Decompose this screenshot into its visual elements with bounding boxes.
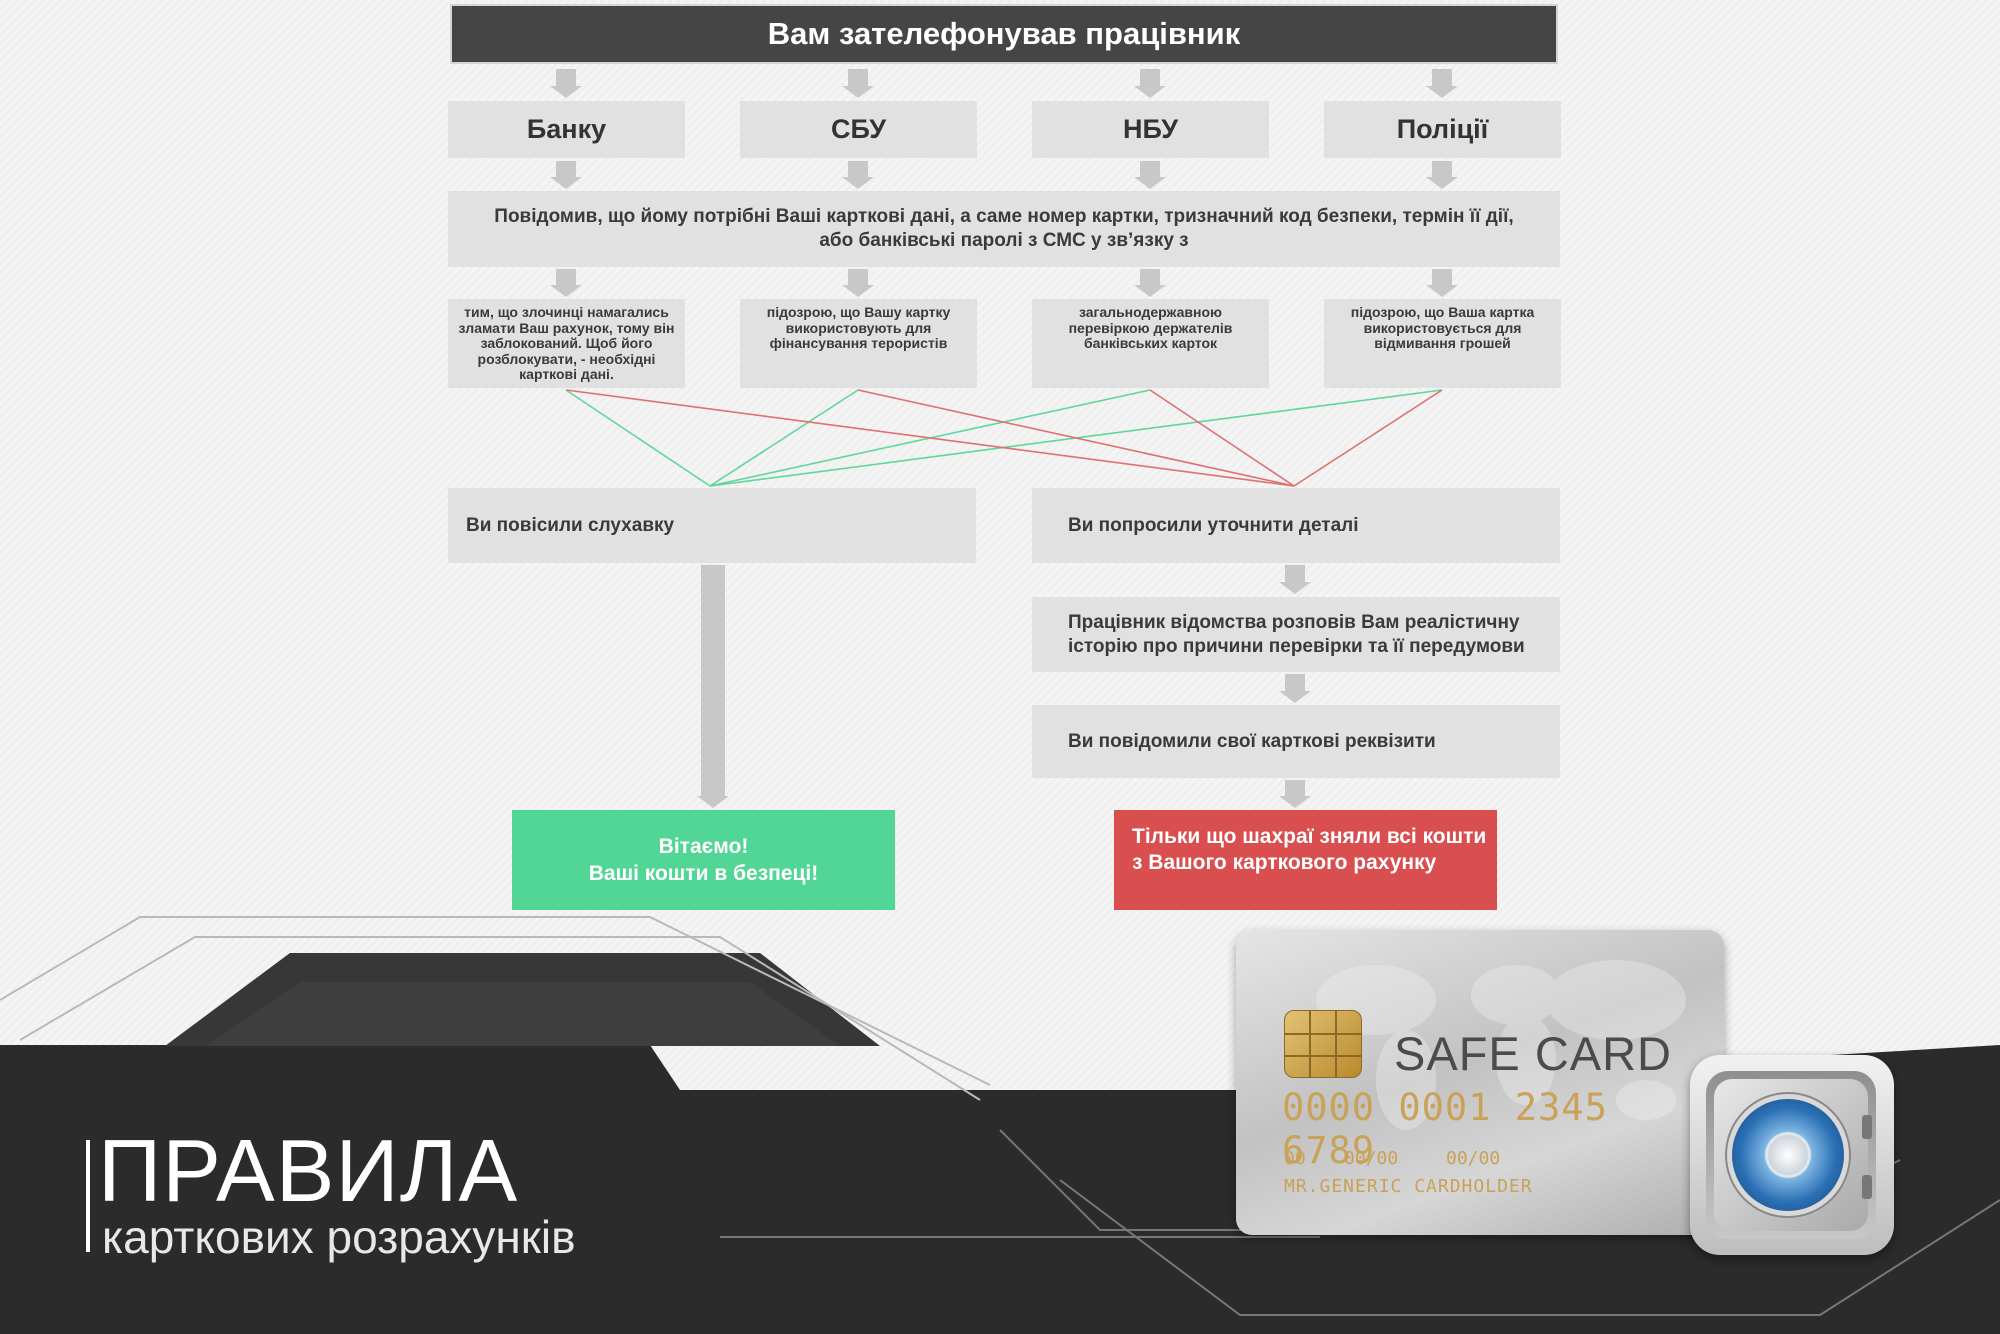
reason-national-check: загальнодержавною перевіркою держателів … — [1032, 299, 1269, 388]
reason-money-laundering-text: підозрою, що Ваша картка використовуєтьс… — [1350, 304, 1535, 351]
outcome-hung-up-text: Ви повісили слухавку — [466, 514, 675, 536]
arrow-desc-to-reason-1 — [550, 269, 582, 297]
result-safe-line2: Ваші кошти в безпеці! — [588, 862, 819, 885]
safe-lock-icon — [1690, 1055, 1894, 1255]
world-map-graphic — [1316, 960, 1686, 1130]
outcome-gave-details-text: Ви повідомили свої карткові реквізити — [1068, 730, 1436, 752]
result-loss: Тільки що шахраї зняли всі кошти з Вашог… — [1114, 810, 1497, 910]
footer-line-1 — [0, 916, 991, 1086]
footer-dark-band — [0, 1045, 1240, 1334]
card-brand: SAFE CARD — [1394, 1027, 1672, 1080]
arrow-desc-to-reason-2 — [842, 269, 874, 297]
green-line-2 — [709, 389, 859, 487]
safe-card: SAFE CARD 0000 0001 2345 6789 00 00/00 0… — [1236, 930, 1724, 1235]
request-description-text: Повідомив, що йому потрібні Ваші картков… — [494, 206, 1514, 251]
result-safe: Вітаємо! Ваші кошти в безпеці! — [512, 810, 895, 910]
arrow-desc-to-reason-4 — [1426, 269, 1458, 297]
arrow-police-to-desc — [1426, 161, 1458, 189]
red-line-3 — [1149, 389, 1295, 487]
org-nbu: НБУ — [1032, 101, 1269, 158]
arrow-nbu-to-desc — [1134, 161, 1166, 189]
outcome-gave-details: Ви повідомили свої карткові реквізити — [1032, 705, 1560, 778]
org-sbu: СБУ — [740, 101, 977, 158]
footer-line-4 — [1059, 1179, 2000, 1316]
result-loss-text: Тільки що шахраї зняли всі кошти з Вашог… — [1132, 825, 1487, 874]
org-police-label: Поліції — [1396, 114, 1489, 144]
arrow-bank-to-desc — [550, 161, 582, 189]
card-field-1: 00 — [1284, 1148, 1306, 1169]
chip-icon — [1284, 1010, 1362, 1078]
cardholder-name: MR.GENERIC CARDHOLDER — [1284, 1176, 1533, 1197]
footer-heading: ПРАВИЛА — [98, 1121, 519, 1220]
org-sbu-label: СБУ — [830, 114, 887, 144]
arrow-sbu-to-desc — [842, 161, 874, 189]
arrow-hung-up-to-safe — [697, 565, 729, 808]
result-safe-line1: Вітаємо! — [658, 835, 749, 858]
reason-national-check-text: загальнодержавною перевіркою держателів … — [1068, 304, 1233, 351]
footer-line-2 — [19, 936, 981, 1101]
org-police: Поліції — [1324, 101, 1561, 158]
reason-terrorism: підозрою, що Вашу картку використовують … — [740, 299, 977, 388]
footer-plateau-shade — [205, 982, 840, 1046]
arrow-title-to-sbu — [842, 69, 874, 98]
title-text: Вам зателефонував працівник — [767, 16, 1241, 51]
card-field-3: 00/00 — [1446, 1148, 1501, 1169]
outcome-asked-details-text: Ви попросили уточнити деталі — [1068, 514, 1359, 536]
arrow-story-to-gave — [1279, 674, 1311, 703]
org-bank-label: Банку — [526, 114, 607, 144]
card-field-2: 00/00 — [1344, 1148, 1399, 1169]
arrow-title-to-bank — [550, 69, 582, 98]
arrow-title-to-nbu — [1134, 69, 1166, 98]
reason-hacked-account: тим, що злочинці намагались зламати Ваш … — [448, 299, 685, 388]
card-number: 0000 0001 2345 6789 — [1282, 1086, 1608, 1172]
red-line-4 — [1293, 389, 1443, 487]
flowchart-title: Вам зателефонував працівник — [450, 4, 1558, 64]
footer-accent-bar — [86, 1140, 90, 1252]
arrow-asked-to-story — [1279, 565, 1311, 594]
arrow-gave-to-loss — [1279, 780, 1311, 808]
footer-subheading: карткових розрахунків — [102, 1211, 576, 1263]
org-bank: Банку — [448, 101, 685, 158]
red-line-2 — [857, 389, 1295, 487]
green-line-1 — [565, 389, 711, 487]
org-nbu-label: НБУ — [1122, 114, 1179, 144]
red-line-1 — [565, 389, 1295, 487]
arrow-desc-to-reason-3 — [1134, 269, 1166, 297]
outcome-story-text: Працівник відомства розповів Вам реаліст… — [1068, 611, 1525, 657]
outcome-asked-details: Ви попросили уточнити деталі — [1032, 488, 1560, 563]
request-description: Повідомив, що йому потрібні Ваші картков… — [448, 191, 1560, 267]
outcome-story: Працівник відомства розповів Вам реаліст… — [1032, 597, 1560, 672]
arrow-title-to-police — [1426, 69, 1458, 98]
outcome-hung-up: Ви повісили слухавку — [448, 488, 976, 563]
safe-dial — [1732, 1099, 1844, 1211]
reason-hacked-account-text: тим, що злочинці намагались зламати Ваш … — [458, 304, 675, 382]
reason-money-laundering: підозрою, що Ваша картка використовуєтьс… — [1324, 299, 1561, 388]
reason-terrorism-text: підозрою, що Вашу картку використовують … — [766, 304, 951, 351]
